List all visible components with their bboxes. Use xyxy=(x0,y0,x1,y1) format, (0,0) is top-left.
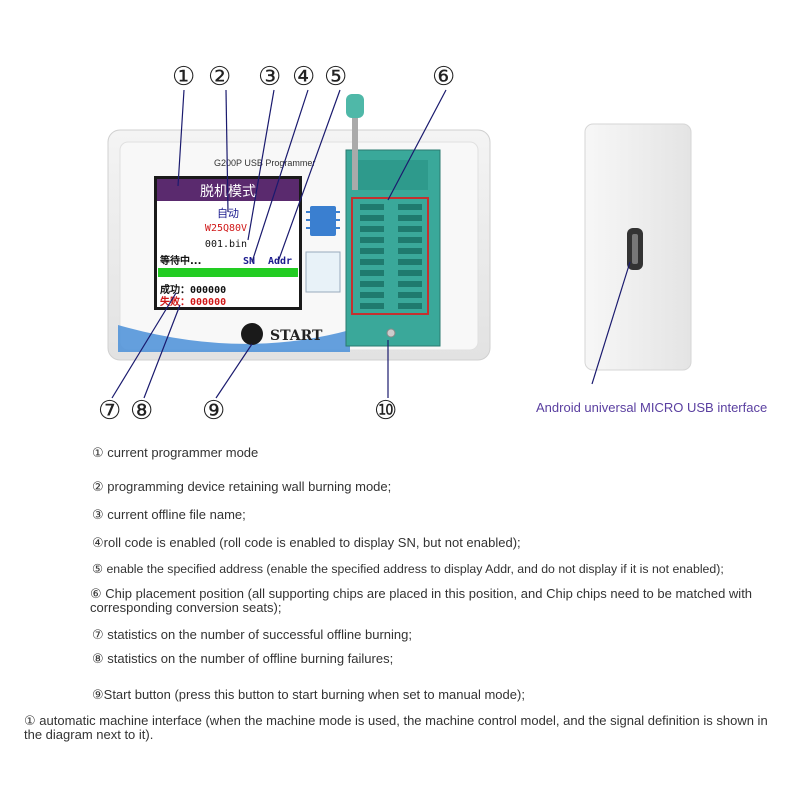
socket-slot xyxy=(360,281,384,287)
callout-3: ③ xyxy=(258,62,282,92)
start-button[interactable] xyxy=(241,323,263,345)
lcd-status: 等待中... xyxy=(160,254,201,267)
callout-7: ⑦ xyxy=(98,396,122,426)
model-label: G200P USB Programmer xyxy=(214,158,315,168)
socket-screw xyxy=(386,328,396,338)
device-svg: G200P USB Programmer 脱机模式 自动 W25Q80V 001… xyxy=(107,89,692,399)
callout-6: ⑥ xyxy=(432,62,456,92)
start-label: START xyxy=(270,328,323,344)
callout-lines xyxy=(111,89,631,399)
description-3: ③ current offline file name; xyxy=(92,507,246,522)
socket-slot xyxy=(398,226,422,232)
socket-slot xyxy=(398,281,422,287)
chip-pins xyxy=(306,211,340,229)
description-9: ⑨Start button (press this button to star… xyxy=(92,687,525,702)
socket-slot xyxy=(360,204,384,210)
callout-5: ⑤ xyxy=(324,62,348,92)
socket-slot xyxy=(398,237,422,243)
interface-label: Android universal MICRO USB interface xyxy=(536,400,768,415)
socket-slot xyxy=(360,237,384,243)
chip-icon xyxy=(310,206,336,236)
socket-slots xyxy=(360,204,422,309)
socket-slot xyxy=(398,292,422,298)
zif-lever-handle[interactable] xyxy=(346,94,364,118)
chip-placement-area xyxy=(351,197,429,315)
lcd-chip: W25Q80V xyxy=(205,223,247,234)
description-7: ⑦ statistics on the number of successful… xyxy=(92,627,412,642)
socket-slot xyxy=(360,215,384,221)
socket-slot xyxy=(360,292,384,298)
lcd-fail-count: 失败：000000 xyxy=(160,295,226,308)
callout-2: ② xyxy=(208,62,232,92)
callout-4: ④ xyxy=(292,62,316,92)
zif-lever[interactable] xyxy=(352,110,358,190)
callout-9: ⑨ xyxy=(202,396,226,426)
callout-10: ⑩ xyxy=(374,396,398,426)
side-label-plate xyxy=(305,251,341,293)
socket-slot xyxy=(360,248,384,254)
callout-8: ⑧ xyxy=(130,396,154,426)
description-8: ⑧ statistics on the number of offline bu… xyxy=(92,651,394,666)
lcd-success-count: 成功：000000 xyxy=(160,283,226,296)
description-2: ② programming device retaining wall burn… xyxy=(92,479,392,494)
socket-slot xyxy=(360,226,384,232)
lcd-progress-bar xyxy=(158,268,298,277)
socket-slot xyxy=(360,270,384,276)
callout-1: ① xyxy=(172,62,196,92)
socket-slot xyxy=(398,259,422,265)
socket-slot xyxy=(398,204,422,210)
socket-slot xyxy=(398,303,422,309)
socket-slot xyxy=(398,270,422,276)
device-illustration: G200P USB Programmer 脱机模式 自动 W25Q80V 001… xyxy=(98,62,768,426)
lcd-sn: SN xyxy=(243,256,255,267)
blue-swoosh xyxy=(118,325,350,352)
description-10: ① automatic machine interface (when the … xyxy=(24,713,768,742)
socket-slot xyxy=(360,303,384,309)
lcd-mode: 自动 xyxy=(217,207,239,220)
socket-slot xyxy=(360,259,384,265)
lcd-addr: Addr xyxy=(268,256,292,267)
micro-usb-port-inner xyxy=(632,234,638,264)
lcd-file: 001.bin xyxy=(205,239,247,250)
socket-slot xyxy=(398,248,422,254)
description-4: ④roll code is enabled (roll code is enab… xyxy=(92,535,521,550)
socket-slot xyxy=(398,215,422,221)
description-5: ⑤ enable the specified address (enable t… xyxy=(92,562,724,576)
description-1: ① current programmer mode xyxy=(92,445,259,460)
description-6: ⑥ Chip placement position (all supportin… xyxy=(90,586,753,615)
zif-socket-top xyxy=(358,160,428,190)
